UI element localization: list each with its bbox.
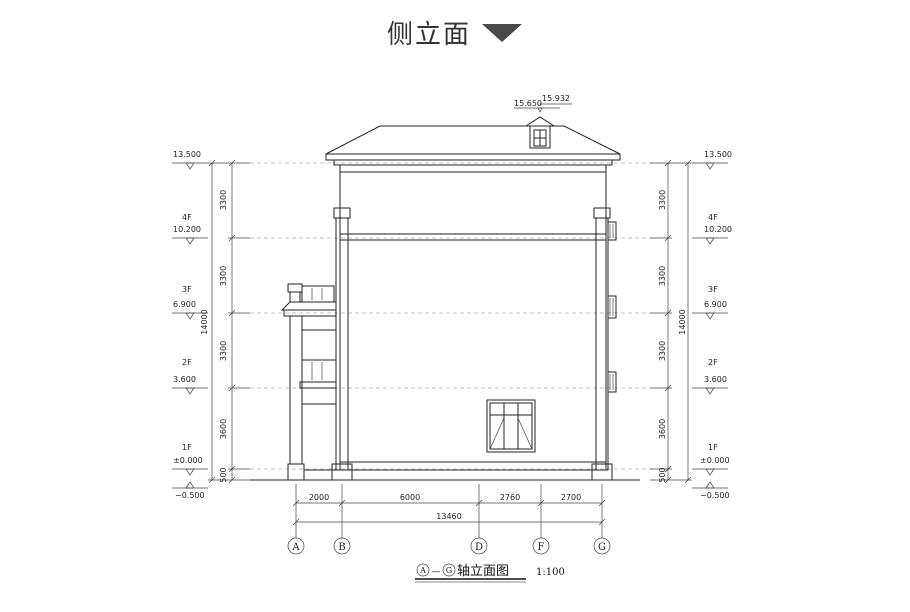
left-dimension-chain: 3300 3300 3300 3600 500 14000 [200,159,250,484]
right-seg-3: 3300 [658,341,667,361]
right-level-annotations: 13.500 4F 10.200 3F 6.900 2F 3.600 1F ±0… [692,150,732,500]
left-seg-2: 3300 [219,266,228,286]
left-level-10200: 10.200 [173,225,201,234]
left-floor-4f: 4F [182,213,192,222]
axis-label-d: D [475,542,483,553]
left-seg-5: 500 [219,467,228,482]
left-floor-2f: 2F [182,358,192,367]
axis-bubble-f [532,537,550,555]
roof-level-marks: 15.650 15.932 [514,94,572,113]
left-level-minus-0500: −0.500 [175,491,205,500]
left-level-6900: 6.900 [173,300,196,309]
caption-axis-to: G [446,566,452,575]
left-level-3600: 3.600 [173,375,196,384]
right-level-minus-0500: −0.500 [700,491,730,500]
page-title: 侧立面 [387,20,472,50]
roof-level-1: 15.650 [514,99,542,108]
roof-dormer [524,116,556,149]
bottom-total: 13460 [436,512,461,521]
right-level-6900: 6.900 [704,300,727,309]
right-seg-1: 3300 [658,190,667,210]
bottom-seg-4: 2700 [561,493,581,502]
left-seg-3: 3300 [219,341,228,361]
left-seg-1: 3300 [219,190,228,210]
right-level-3600: 3.600 [704,375,727,384]
axis-bubbles: A B D F G [287,537,611,555]
axis-bubble-d [470,537,488,555]
right-floor-2f: 2F [708,358,718,367]
right-seg-4: 3600 [658,419,667,439]
right-seg-2: 3300 [658,266,667,286]
axis-label-g: G [598,542,606,553]
triangle-down-icon [482,24,522,42]
right-pilaster [591,207,613,481]
right-floor-3f: 3F [708,285,718,294]
left-pilaster [331,207,353,481]
right-level-10200: 10.200 [704,225,732,234]
right-level-0000: ±0.000 [700,456,730,465]
caption-text: 轴立面图 [457,564,509,579]
left-level-annotations: 13.500 4F 10.200 3F 6.900 2F 3.600 1F ±0… [172,150,208,500]
caption-axis-from: A [419,566,426,575]
right-floor-1f: 1F [708,443,718,452]
bottom-seg-3: 2760 [500,493,520,502]
axis-bubble-a [287,537,305,555]
axis-label-f: F [538,542,545,553]
right-floor-4f: 4F [708,213,718,222]
axis-bubble-b [333,537,351,555]
right-dimension-chain: 3300 3300 3300 3600 500 14000 [650,159,692,484]
left-floor-3f: 3F [182,285,192,294]
side-brackets [607,221,617,393]
caption-scale: 1:100 [536,567,565,578]
right-total: 14000 [678,309,687,334]
left-level-13500: 13.500 [173,150,201,159]
drawing-caption: A — G 轴立面图 1:100 [415,563,565,583]
main-wall [339,171,607,471]
left-seg-4: 3600 [219,419,228,439]
right-level-13500: 13.500 [704,150,732,159]
axis-label-b: B [338,542,345,553]
roof-level-2: 15.932 [542,94,570,103]
caption-dash: — [432,567,441,577]
left-floor-1f: 1F [182,443,192,452]
window [486,399,536,453]
axis-label-a: A [291,542,300,553]
left-total: 14000 [200,309,209,334]
left-level-0000: ±0.000 [173,456,203,465]
axis-bubble-g [593,537,611,555]
right-seg-5: 500 [658,467,667,482]
left-annex [280,283,337,481]
bottom-dimension-chain: 2000 6000 2760 2700 13460 [292,484,606,538]
bottom-seg-1: 2000 [309,493,329,502]
bottom-seg-2: 6000 [400,493,420,502]
main-roof [325,125,621,173]
